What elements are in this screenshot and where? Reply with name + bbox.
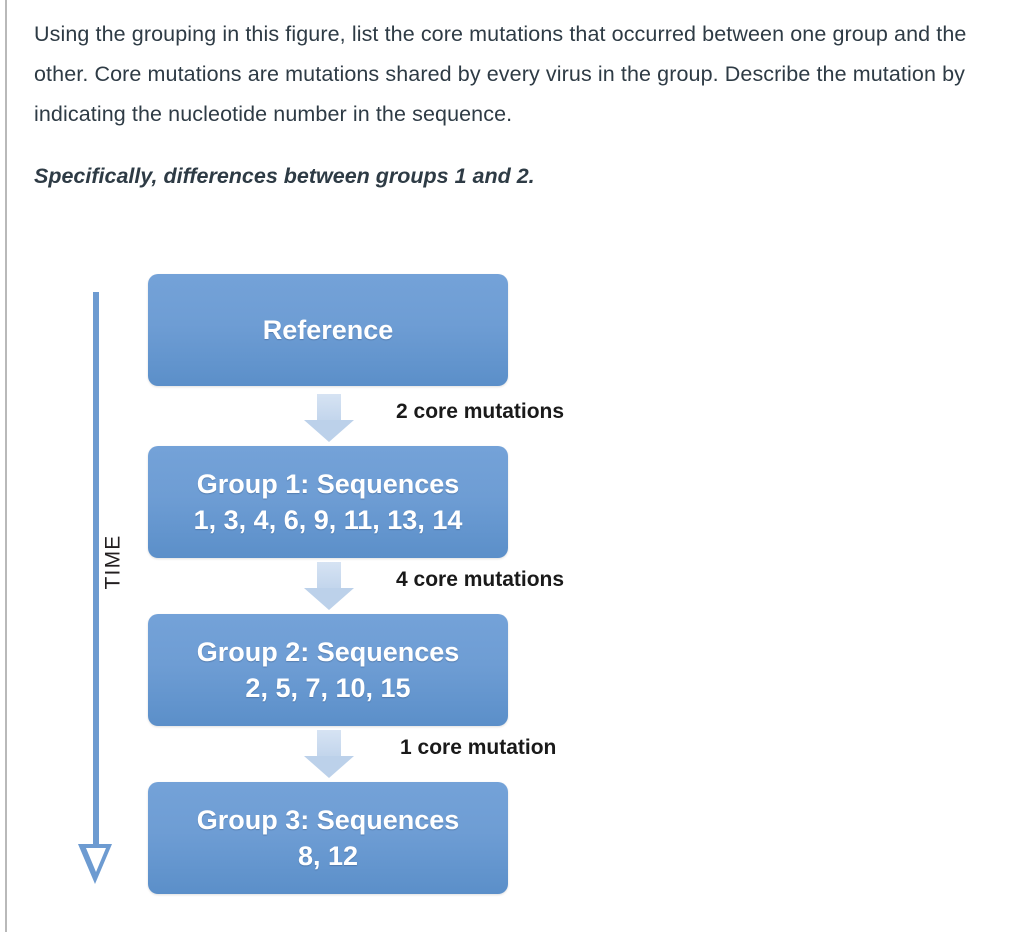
node-box-group3: Group 3: Sequences 8, 12 (148, 782, 508, 894)
question-emphasis-text: Specifically, differences between groups… (34, 164, 535, 188)
time-axis-arrow: TIME (78, 292, 124, 902)
question-body-text: Using the grouping in this figure, list … (34, 22, 967, 126)
node-box-group1-text: Group 1: Sequences 1, 3, 4, 6, 9, 11, 13… (188, 466, 469, 538)
node-box-group2-text: Group 2: Sequences 2, 5, 7, 10, 15 (191, 634, 466, 706)
down-block-arrow-shaft (317, 730, 341, 757)
mutation-timeline-figure: TIME Reference 2 core mutations Group 1:… (0, 262, 1024, 922)
node-box-group2: Group 2: Sequences 2, 5, 7, 10, 15 (148, 614, 508, 726)
step-label-ref-to-group1: 2 core mutations (396, 400, 565, 423)
down-block-arrow-head (304, 420, 354, 442)
node-box-reference: Reference (148, 274, 508, 386)
down-block-arrow-icon (304, 730, 354, 778)
node-box-group1-line2: 1, 3, 4, 6, 9, 11, 13, 14 (193, 505, 463, 535)
down-block-arrow-icon (304, 394, 354, 442)
node-box-group2-line2: 2, 5, 7, 10, 15 (245, 673, 411, 703)
time-axis-label: TIME (101, 534, 125, 590)
step-group1-to-group2: 4 core mutations (148, 558, 628, 614)
node-box-group1: Group 1: Sequences 1, 3, 4, 6, 9, 11, 13… (148, 446, 508, 558)
down-block-arrow-shaft (317, 394, 341, 421)
node-box-reference-text: Reference (257, 312, 400, 348)
node-box-group3-text: Group 3: Sequences 8, 12 (191, 802, 466, 874)
node-box-reference-line1: Reference (262, 315, 394, 345)
node-box-group3-line2: 8, 12 (297, 841, 359, 871)
down-block-arrow-head (304, 756, 354, 778)
time-axis-shaft (93, 292, 99, 862)
node-box-group1-line1: Group 1: Sequences (196, 469, 460, 499)
step-label-group1-to-group2: 4 core mutations (396, 568, 565, 591)
time-axis-arrowhead-notch (86, 848, 106, 872)
content-left-rule (5, 0, 7, 932)
down-block-arrow-icon (304, 562, 354, 610)
question-block: Using the grouping in this figure, list … (34, 14, 989, 191)
down-block-arrow-head (304, 588, 354, 610)
step-group2-to-group3: 1 core mutation (148, 726, 628, 782)
down-block-arrow-shaft (317, 562, 341, 589)
node-box-group2-line1: Group 2: Sequences (196, 637, 460, 667)
node-box-group3-line1: Group 3: Sequences (196, 805, 460, 835)
step-label-group2-to-group3: 1 core mutation (400, 736, 557, 759)
step-ref-to-group1: 2 core mutations (148, 390, 628, 446)
